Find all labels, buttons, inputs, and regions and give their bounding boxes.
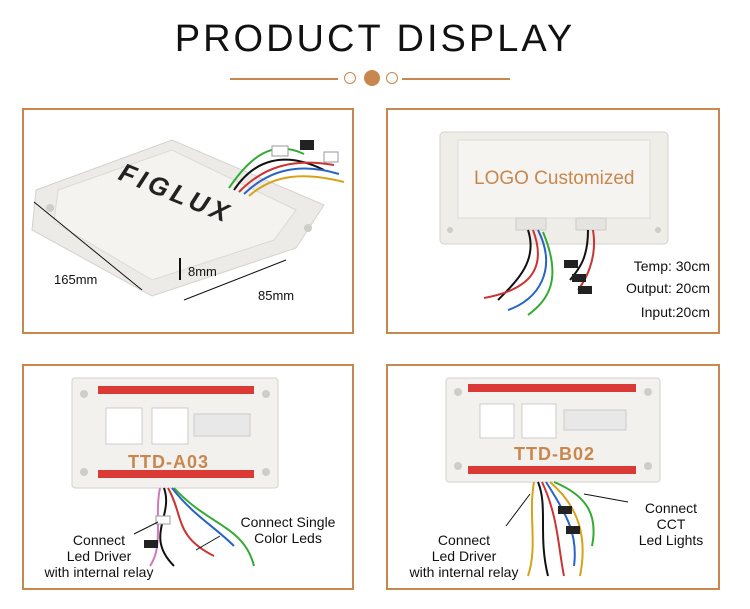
product-panel-ttd-b02: TTD-B02 Connect Led Driver with internal… xyxy=(386,364,720,590)
note-line: with internal relay xyxy=(409,564,519,580)
dimension-width-label: 85mm xyxy=(258,288,295,303)
controller-photo-ttd-a03 xyxy=(71,377,279,567)
note-connect-led-driver: Connect Led Driver with internal relay xyxy=(394,532,534,580)
title-divider-right xyxy=(402,78,510,80)
product-panel-logo: LOGO Customized Temp: 30cm Output: 20cm … xyxy=(386,108,720,334)
note-line: CCT xyxy=(656,516,686,532)
carousel-dot-3[interactable] xyxy=(386,72,398,84)
carousel-dot-1[interactable] xyxy=(344,72,356,84)
title-divider-left xyxy=(230,78,338,80)
spec-output: Output: 20cm xyxy=(625,280,710,296)
spec-input: Input:20cm xyxy=(640,304,710,320)
note-line: Connect xyxy=(72,532,126,548)
note-connect-cct: Connect CCT Led Lights xyxy=(626,500,716,548)
carousel-dot-2-active[interactable] xyxy=(364,70,380,86)
note-line: Color Leds xyxy=(254,530,322,546)
product-panel-ttd-a03: TTD-A03 Connect Led Driver with internal… xyxy=(22,364,354,590)
page-title: PRODUCT DISPLAY xyxy=(174,18,576,60)
product-panel-dimensions: FIGLUX 165mm 85mm 8mm xyxy=(22,108,354,334)
controller-photo-ttd-b02 xyxy=(445,377,661,577)
note-connect-led-driver: Connect Led Driver with internal relay xyxy=(36,532,162,580)
note-line: Led Lights xyxy=(638,532,704,548)
note-line: with internal relay xyxy=(44,564,154,580)
note-line: Connect Single xyxy=(240,514,336,530)
model-label-ttd-a03: TTD-A03 xyxy=(128,452,210,472)
controller-photo-logo xyxy=(439,131,669,316)
controller-photo-dimensions xyxy=(31,139,345,301)
model-label-ttd-b02: TTD-B02 xyxy=(514,444,596,464)
note-line: Led Driver xyxy=(431,548,497,564)
note-line: Connect xyxy=(437,532,491,548)
note-line: Led Driver xyxy=(66,548,132,564)
spec-temp: Temp: 30cm xyxy=(633,258,710,274)
dimension-length-label: 165mm xyxy=(54,272,98,287)
logo-customized-text: LOGO Customized xyxy=(474,168,635,189)
dimension-height-label: 8mm xyxy=(188,264,217,279)
note-connect-single-color: Connect Single Color Leds xyxy=(220,514,352,546)
note-line: Connect xyxy=(644,500,698,516)
